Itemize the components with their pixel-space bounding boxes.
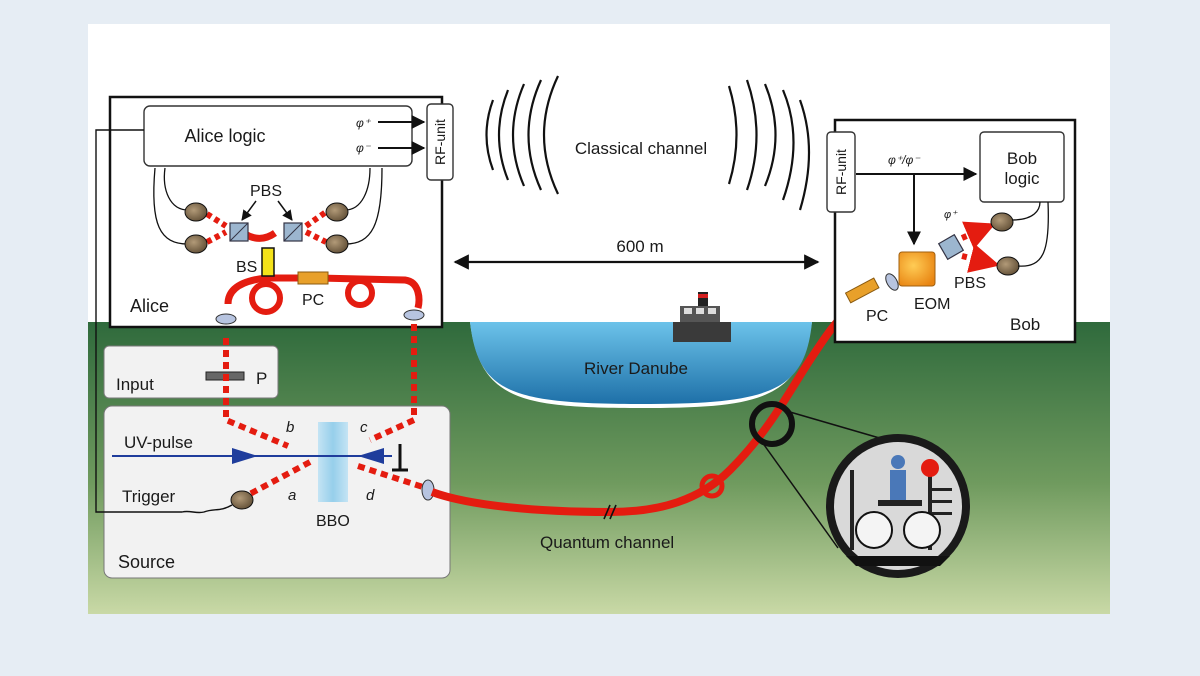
bob-name-label: Bob [1010, 315, 1040, 334]
bob-pbs-cube [937, 233, 965, 261]
source-box [103, 405, 451, 579]
bob-eom-label: EOM [914, 296, 950, 313]
sewer-inset-icon [826, 434, 970, 578]
alice-detector-wires [153, 167, 383, 245]
bob-fiber-coupler [885, 273, 899, 291]
trigger-cable [95, 129, 233, 514]
classical-channel-label: Classical channel [575, 139, 707, 158]
input-label: Input [116, 375, 154, 394]
bob-phi-label: φ⁺/φ⁻ [888, 153, 921, 167]
river-label: River Danube [584, 359, 688, 378]
bob-logic-line1: Bob [1007, 149, 1037, 168]
trigger-label: Trigger [122, 487, 176, 506]
alice-pbs-diagonal-right [283, 222, 303, 242]
trigger-detector-icon [230, 490, 254, 510]
mode-b-label: b [286, 419, 294, 436]
river [470, 322, 812, 404]
bob-eom [898, 251, 936, 287]
bob-phi-plus-label: φ⁺ [944, 209, 958, 221]
magnifier-ring [749, 401, 795, 447]
alice-phi-plus-label: φ⁺ [356, 116, 372, 130]
bob-beams [960, 221, 1000, 273]
bob-pc [844, 277, 880, 304]
alice-pc-label: PC [302, 292, 324, 309]
bob-logic-box [979, 131, 1065, 203]
bob-pc-label: PC [866, 308, 888, 325]
quantum-channel-label: Quantum channel [540, 533, 674, 552]
magnifier-line-bottom [761, 441, 839, 549]
fiber-break-icon [603, 504, 617, 520]
alice-bs-label: BS [236, 259, 257, 276]
alice-pbs-label: PBS [250, 183, 282, 200]
bob-detector-icons [990, 212, 1020, 276]
alice-pc [297, 271, 329, 285]
uv-pulse-arrow-back [358, 448, 384, 464]
bob-detector-wires [1011, 201, 1049, 267]
polarizer-label: P [256, 369, 267, 388]
alice-pbs-pointer-left [241, 200, 257, 221]
fiber-loop [699, 473, 725, 499]
alice-rf-unit-label: RF-unit [432, 119, 448, 165]
mode-c-label: c [360, 419, 368, 436]
alice-logic-box [143, 105, 413, 167]
quantum-channel-fiber [430, 286, 882, 517]
alice-rf-unit-box [426, 103, 454, 181]
bob-logic-line2: logic [1005, 169, 1040, 188]
uv-pulse-arrow-forward [232, 448, 258, 464]
mode-a-label: a [288, 487, 296, 504]
uv-pulse-label: UV-pulse [124, 433, 193, 452]
mode-d-label: d [366, 487, 375, 504]
bob-rf-unit-box [826, 131, 856, 213]
alice-name-label: Alice [130, 296, 169, 316]
bob-rf-unit-label: RF-unit [833, 149, 849, 195]
source-fiber-coupler [421, 479, 435, 501]
alice-detector-icons [184, 202, 349, 254]
bbo-crystal [318, 422, 348, 502]
distance-label: 600 m [616, 237, 663, 256]
photon-paths [223, 324, 427, 499]
boat-icon [673, 292, 731, 342]
bob-pbs-label: PBS [954, 275, 986, 292]
alice-logic-label: Alice logic [184, 126, 265, 146]
alice-pbs-pointer-right [277, 200, 293, 221]
alice-fiber-couplers [215, 309, 425, 325]
classical-channel-waves [485, 75, 811, 211]
alice-pbs-diagonal-left [229, 222, 249, 242]
alice-phi-minus-label: φ⁻ [356, 141, 372, 155]
input-box [103, 345, 279, 399]
bbo-label: BBO [316, 513, 350, 530]
retro-mirror-icon [392, 444, 408, 472]
source-name-label: Source [118, 552, 175, 572]
alice-bs [261, 247, 275, 277]
